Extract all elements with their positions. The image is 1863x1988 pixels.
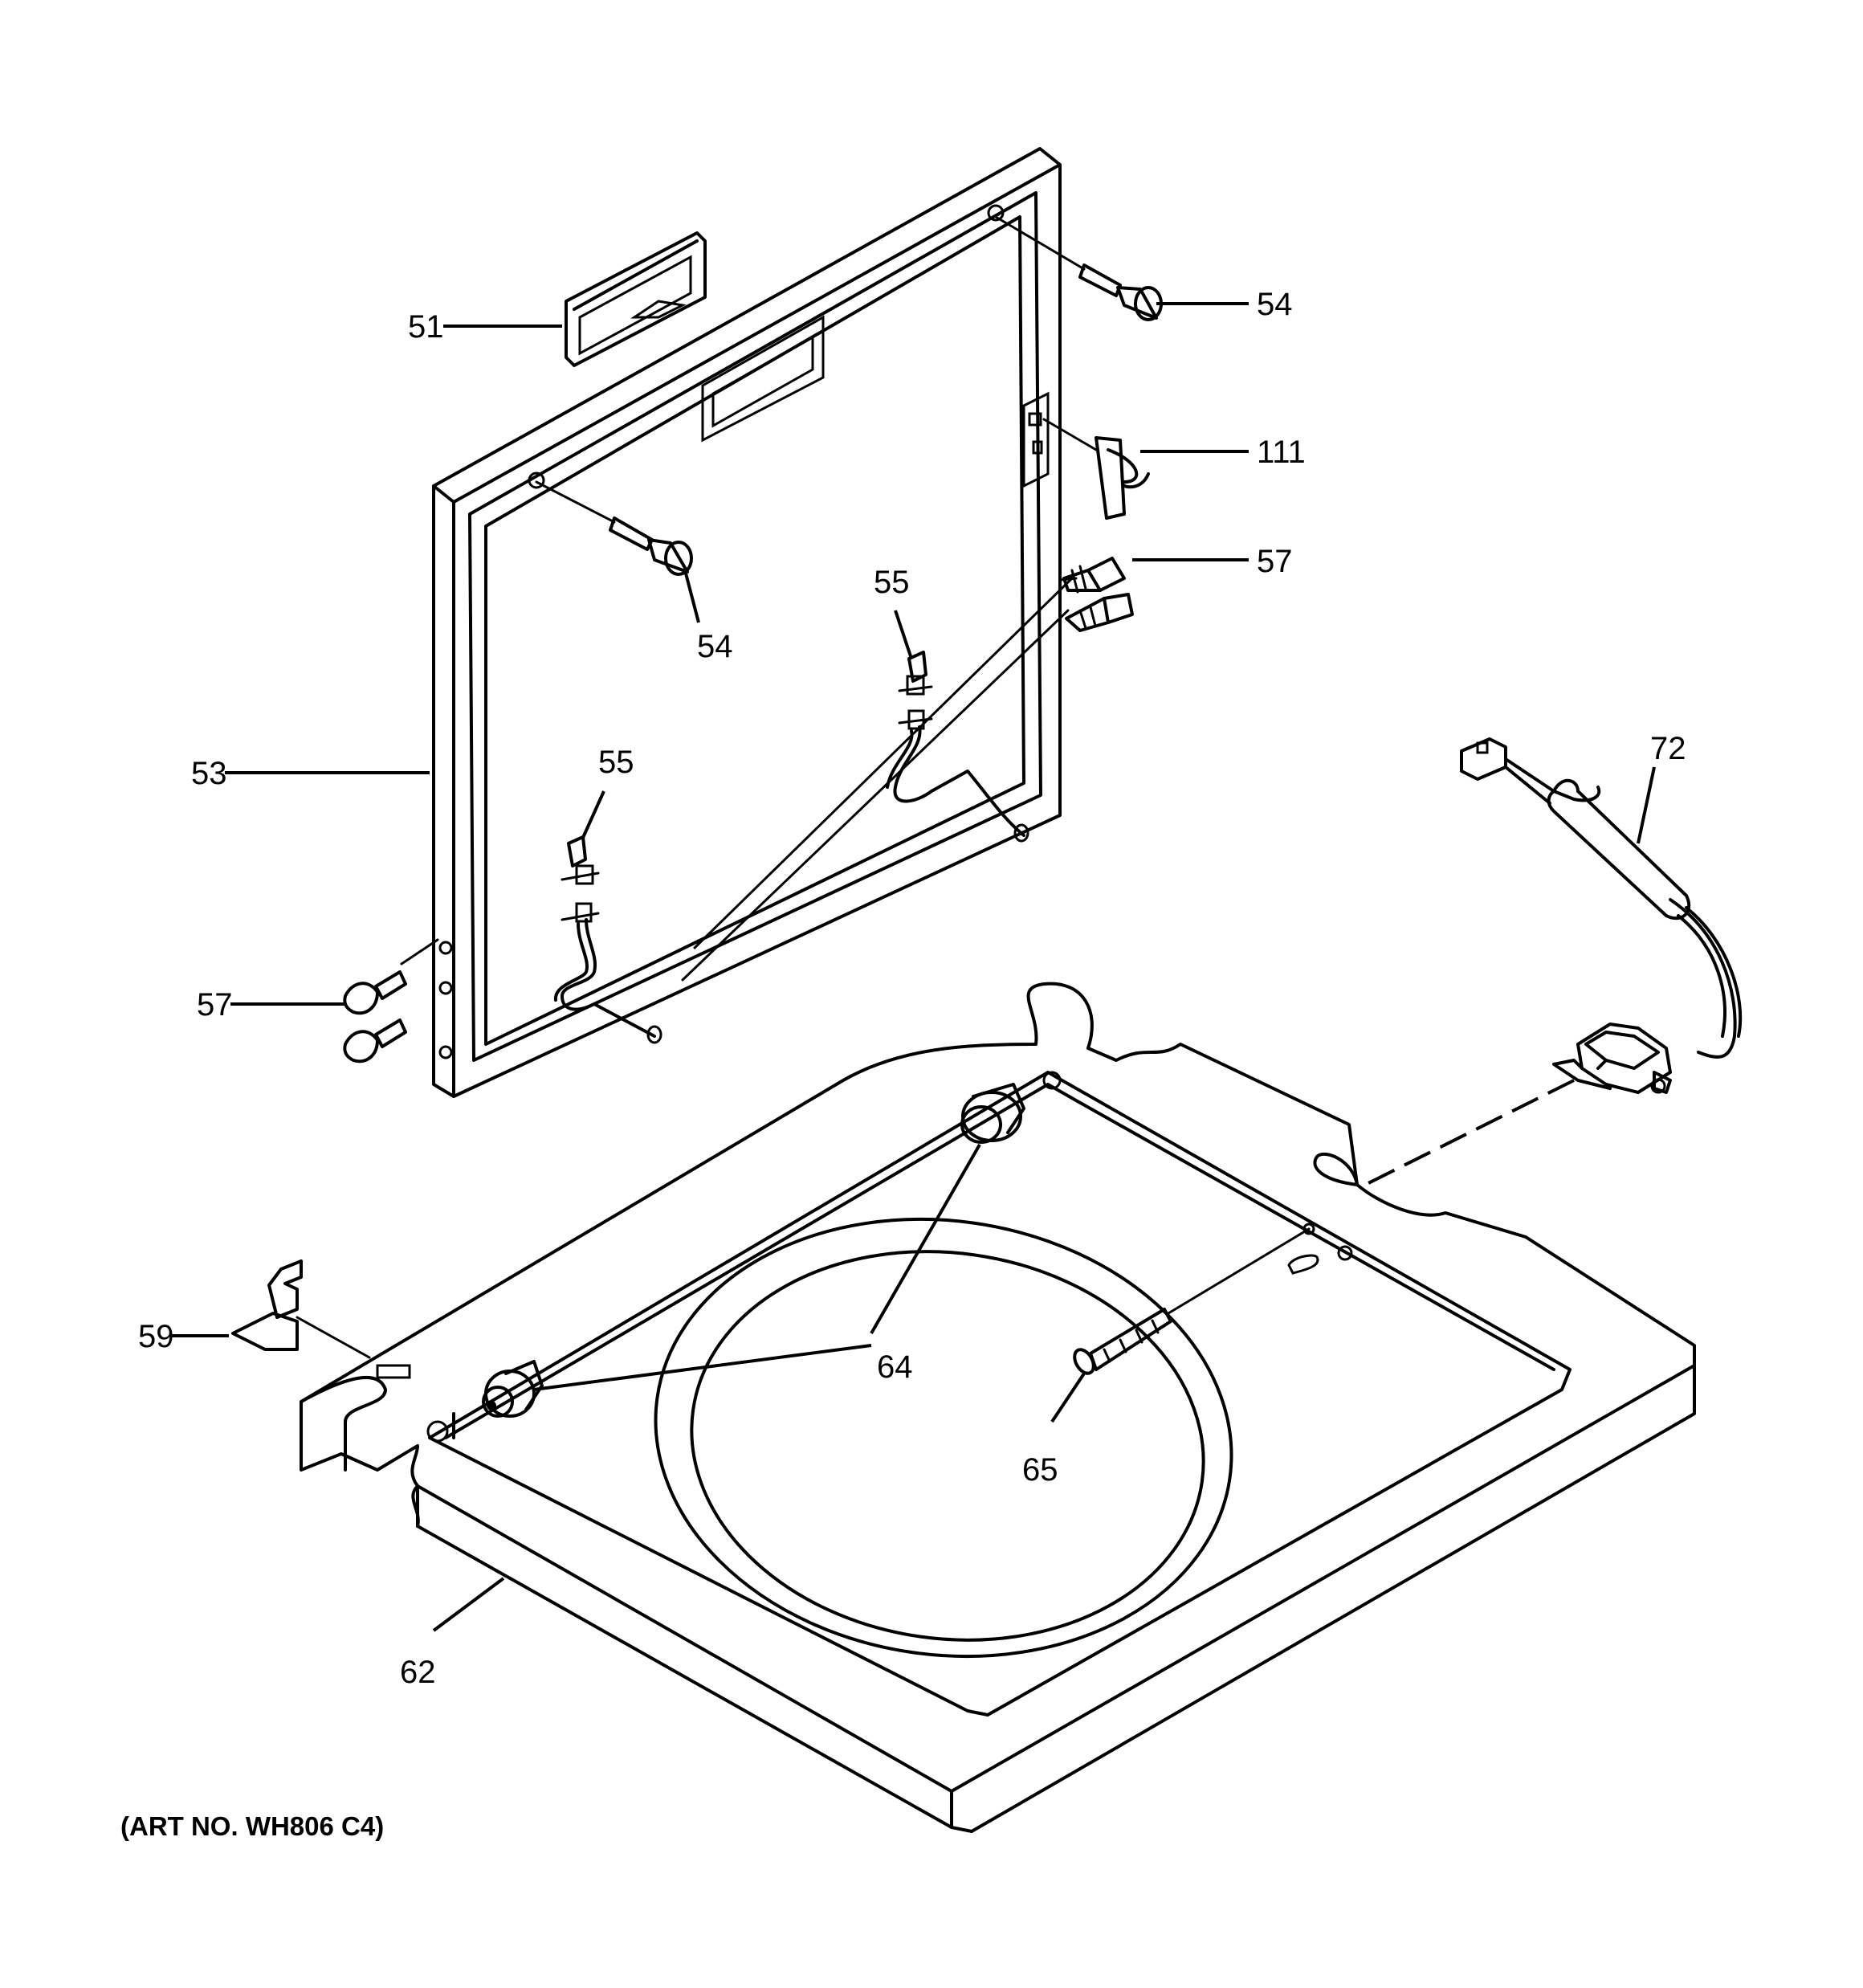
leader-lines — [171, 302, 1656, 1632]
label-54-mid: 54 — [697, 629, 733, 664]
label-65: 65 — [1022, 1452, 1058, 1488]
label-57-right: 57 — [1257, 544, 1293, 579]
label-59: 59 — [138, 1319, 174, 1354]
label-72: 72 — [1650, 731, 1686, 766]
wire-harness-left — [554, 835, 662, 1044]
art-number-caption: (ART NO. WH806 C4) — [120, 1811, 384, 1841]
label-55-right: 55 — [874, 565, 910, 600]
spring-clip — [231, 1259, 371, 1359]
wire-clip — [1042, 418, 1150, 520]
mounting-screw — [1073, 1227, 1311, 1375]
pin-bumper-mid — [535, 480, 693, 576]
label-55-left: 55 — [598, 745, 634, 780]
screw-pair-right — [681, 557, 1134, 982]
grommet-front — [482, 1360, 544, 1418]
label-54-top: 54 — [1257, 287, 1293, 322]
lid-frame — [432, 147, 1062, 1098]
wire-harness-right — [886, 651, 1029, 843]
label-57-left: 57 — [197, 987, 233, 1023]
screw-pair-left — [343, 938, 439, 1063]
grommet-rear — [960, 1083, 1025, 1144]
label-111: 111 — [1257, 435, 1306, 470]
label-62: 62 — [400, 1655, 436, 1690]
label-51: 51 — [408, 309, 444, 345]
lid-switch-assembly — [1364, 737, 1743, 1186]
label-53: 53 — [191, 756, 227, 791]
cabinet-top — [300, 982, 1696, 1833]
label-64: 64 — [877, 1349, 913, 1385]
lid-handle — [565, 231, 707, 367]
